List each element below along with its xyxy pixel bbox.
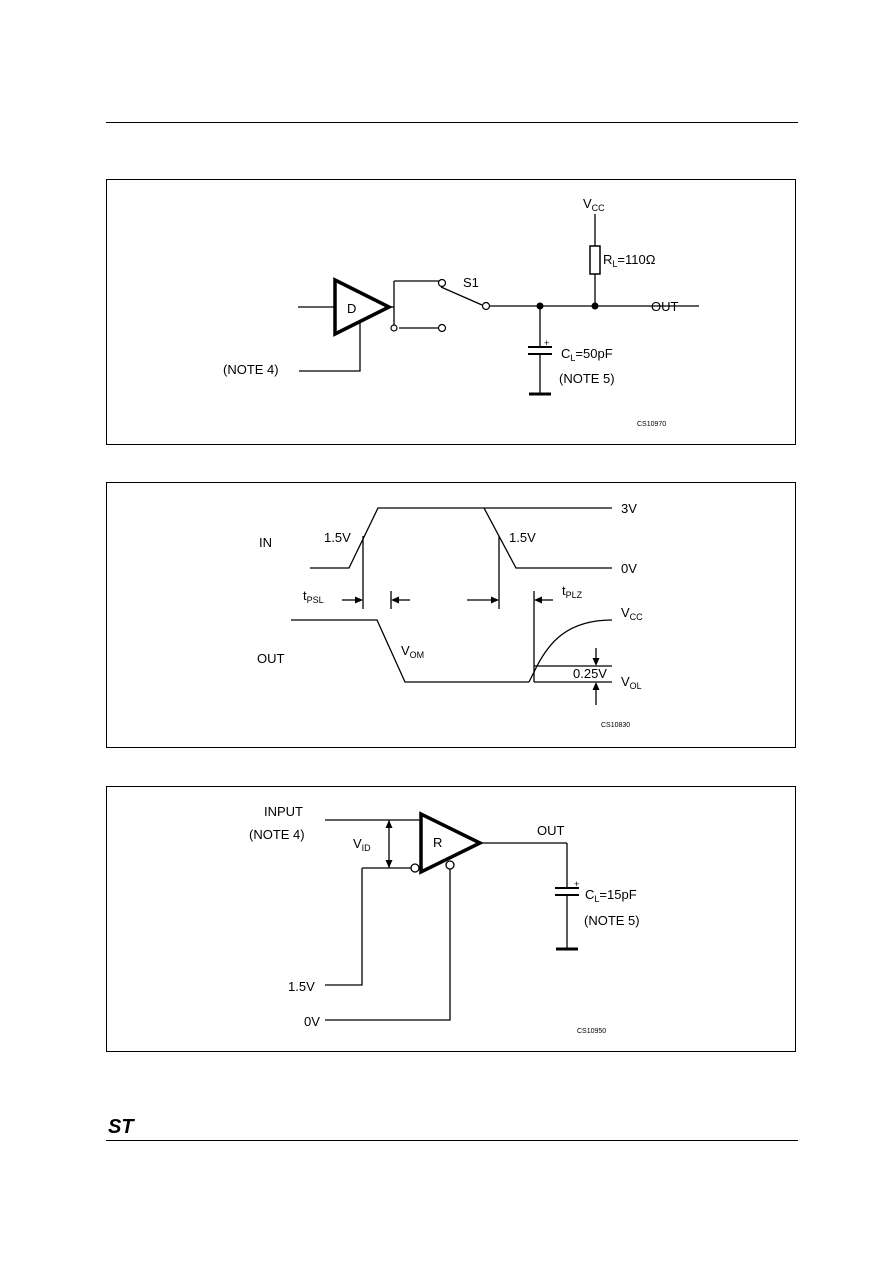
switch-common-contact — [481, 301, 491, 311]
figure-code: CS10950 — [577, 1028, 606, 1035]
note5-label: (NOTE 5) — [584, 913, 640, 928]
tplz-arrow-left — [491, 596, 499, 604]
in-threshold-falling-label: 1.5V — [509, 530, 536, 545]
out-signal-label: OUT — [257, 651, 285, 666]
header-rule — [106, 122, 798, 123]
st-logo: ST — [108, 1116, 144, 1141]
in-threshold-rising-label: 1.5V — [324, 530, 351, 545]
vid-label: VID — [353, 836, 371, 853]
rl-label: RL=110Ω — [603, 252, 656, 269]
figure-code: CS10830 — [601, 722, 630, 729]
capacitor-polarity-mark: + — [574, 879, 579, 889]
note5-label: (NOTE 5) — [559, 371, 615, 386]
in-signal-label: IN — [259, 535, 272, 550]
load-resistor-rl — [589, 245, 601, 275]
vom-label: VOM — [401, 643, 424, 660]
switch-contact-upper — [437, 278, 447, 288]
driver-test-circuit-figure: D (NOTE 4) S1 VCC RL=110Ω OUT CL=50pF (N… — [106, 179, 796, 445]
receiver-triangle — [419, 811, 484, 875]
tpsl-arrow-left — [355, 596, 363, 604]
note4-label: (NOTE 4) — [249, 827, 305, 842]
driver-triangle — [333, 277, 393, 337]
cl-label: CL=50pF — [561, 346, 613, 363]
vcc-level-label: VCC — [621, 605, 643, 622]
cl-label: CL=15pF — [585, 887, 637, 904]
driver-enable-wire — [299, 321, 361, 372]
vid-arrow-up — [385, 820, 393, 828]
tplz-label: tPLZ — [562, 583, 583, 600]
receiver-test-circuit-diagram: INPUT (NOTE 4) VID R OUT CL=15pF (NOTE 5… — [249, 804, 640, 1035]
driver-output-bubble — [390, 324, 398, 332]
out-label: OUT — [651, 299, 679, 314]
junction-dot — [591, 302, 599, 310]
out-label: OUT — [537, 823, 565, 838]
in-waveform — [310, 507, 612, 569]
v0-wire — [325, 869, 451, 1021]
high-level-label: 3V — [621, 501, 637, 516]
v15-label: 1.5V — [288, 979, 315, 994]
low-level-label: 0V — [621, 561, 637, 576]
switch-s1-label: S1 — [463, 275, 479, 290]
note4-label: (NOTE 4) — [223, 362, 279, 377]
st-logo-text: ST — [108, 1116, 135, 1136]
vcc-label: VCC — [583, 196, 605, 213]
out-waveform-low — [291, 619, 529, 683]
driver-label: D — [347, 301, 356, 316]
junction-dot — [536, 302, 544, 310]
switch-contact-lower — [437, 323, 447, 333]
receiver-inverting-input-bubble — [410, 863, 420, 873]
vid-arrow-down — [385, 860, 393, 868]
delta-v-label: 0.25V — [573, 666, 607, 681]
receiver-enable-bubble — [445, 860, 455, 870]
footer-rule — [106, 1140, 798, 1141]
driver-timing-waveform-diagram: IN OUT 3V 0V 1.5V 1.5V tPSL tPLZ VOM VCC… — [257, 501, 643, 729]
delta-v-arrow-up — [592, 682, 600, 690]
tpsl-label: tPSL — [303, 588, 324, 605]
v0-label: 0V — [304, 1014, 320, 1029]
tpsl-arrow-right — [391, 596, 399, 604]
vol-level-label: VOL — [621, 674, 642, 691]
receiver-test-circuit-figure: INPUT (NOTE 4) VID R OUT CL=15pF (NOTE 5… — [106, 786, 796, 1052]
out-waveform-recovery — [528, 619, 613, 683]
v15-wire — [325, 868, 363, 986]
driver-test-circuit-diagram: D (NOTE 4) S1 VCC RL=110Ω OUT CL=50pF (N… — [223, 196, 699, 428]
receiver-label: R — [433, 835, 442, 850]
driver-timing-waveform-figure: IN OUT 3V 0V 1.5V 1.5V tPSL tPLZ VOM VCC… — [106, 482, 796, 748]
figure-code: CS10970 — [637, 421, 666, 428]
switch-s1-blade — [440, 286, 483, 306]
delta-v-arrow-down — [592, 658, 600, 666]
tplz-arrow-right — [534, 596, 542, 604]
capacitor-polarity-mark: + — [544, 338, 549, 348]
input-label: INPUT — [264, 804, 303, 819]
